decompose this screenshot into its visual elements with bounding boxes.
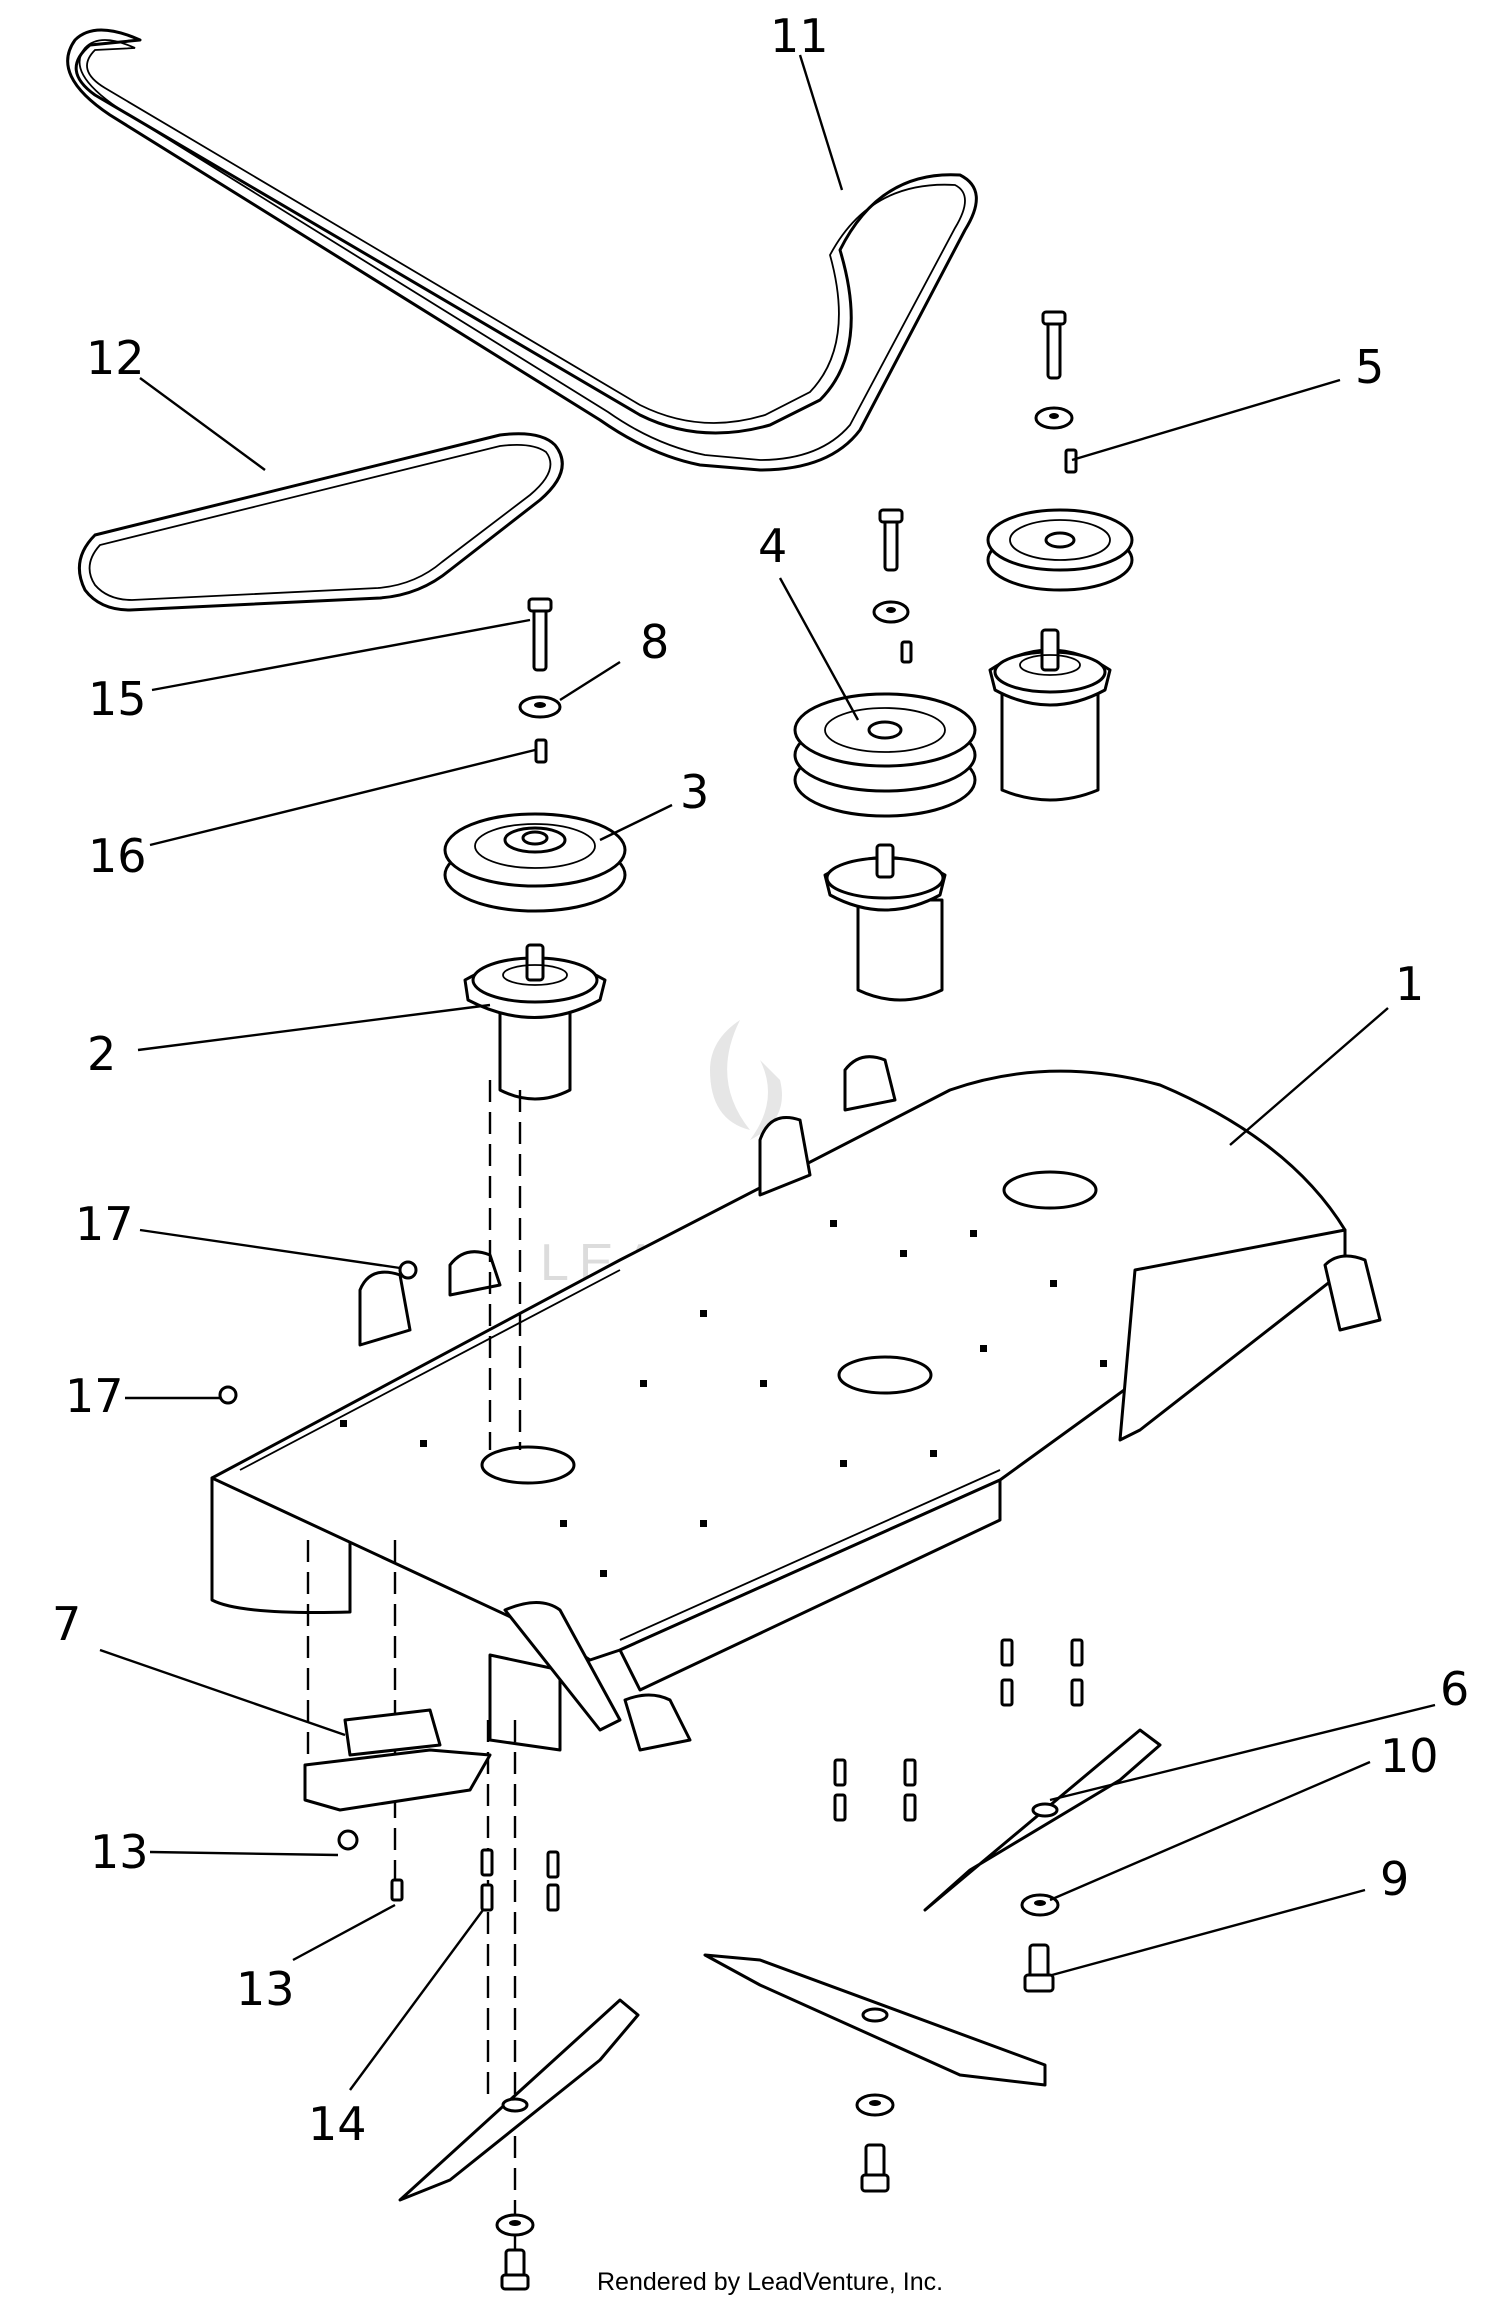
callout-15: 15	[88, 672, 147, 726]
deck-housing	[210, 1055, 1382, 1752]
callout-1: 1	[1395, 957, 1424, 1011]
blade-6	[923, 1728, 1162, 1912]
spindle-stack-left	[443, 597, 627, 1101]
callout-17b: 17	[65, 1369, 124, 1423]
callout-3: 3	[680, 765, 709, 819]
callout-7: 7	[52, 1597, 81, 1651]
callout-17a: 17	[75, 1197, 134, 1251]
blade-center	[703, 1953, 1047, 2087]
callouts: 11 12 5 4 8 15 3 16 1 2 17 17 7 6 10 9 1…	[52, 9, 1469, 2151]
callout-14: 14	[308, 2097, 367, 2151]
callout-5: 5	[1355, 340, 1384, 394]
assembly-lines	[306, 1080, 522, 2270]
nut-17-a	[398, 1260, 418, 1280]
bracket-7	[303, 1708, 492, 1902]
callout-10: 10	[1380, 1729, 1439, 1783]
callout-13a: 13	[90, 1825, 149, 1879]
callout-11: 11	[770, 9, 829, 63]
callout-2: 2	[87, 1027, 116, 1081]
spindle-stack-right	[986, 310, 1134, 802]
footer-credit: Rendered by LeadVenture, Inc.	[597, 2268, 943, 2296]
lower-hardware	[495, 2093, 895, 2291]
blade-left	[398, 1998, 640, 2202]
callout-8: 8	[640, 615, 669, 669]
washer-10	[1020, 1893, 1060, 1917]
callout-16: 16	[88, 829, 147, 883]
callout-12: 12	[86, 331, 145, 385]
bolt-group	[480, 1638, 1084, 1912]
belt-12	[77, 432, 564, 612]
leader-lines	[99, 54, 1436, 2091]
callout-4: 4	[758, 519, 787, 573]
bolt-9	[1023, 1943, 1055, 1993]
nut-17-b	[218, 1385, 238, 1405]
callout-6: 6	[1440, 1662, 1469, 1716]
callout-13b: 13	[236, 1962, 295, 2016]
spindle-stack-middle	[793, 508, 977, 1002]
belt-11	[66, 28, 978, 472]
callout-9: 9	[1380, 1852, 1409, 1906]
